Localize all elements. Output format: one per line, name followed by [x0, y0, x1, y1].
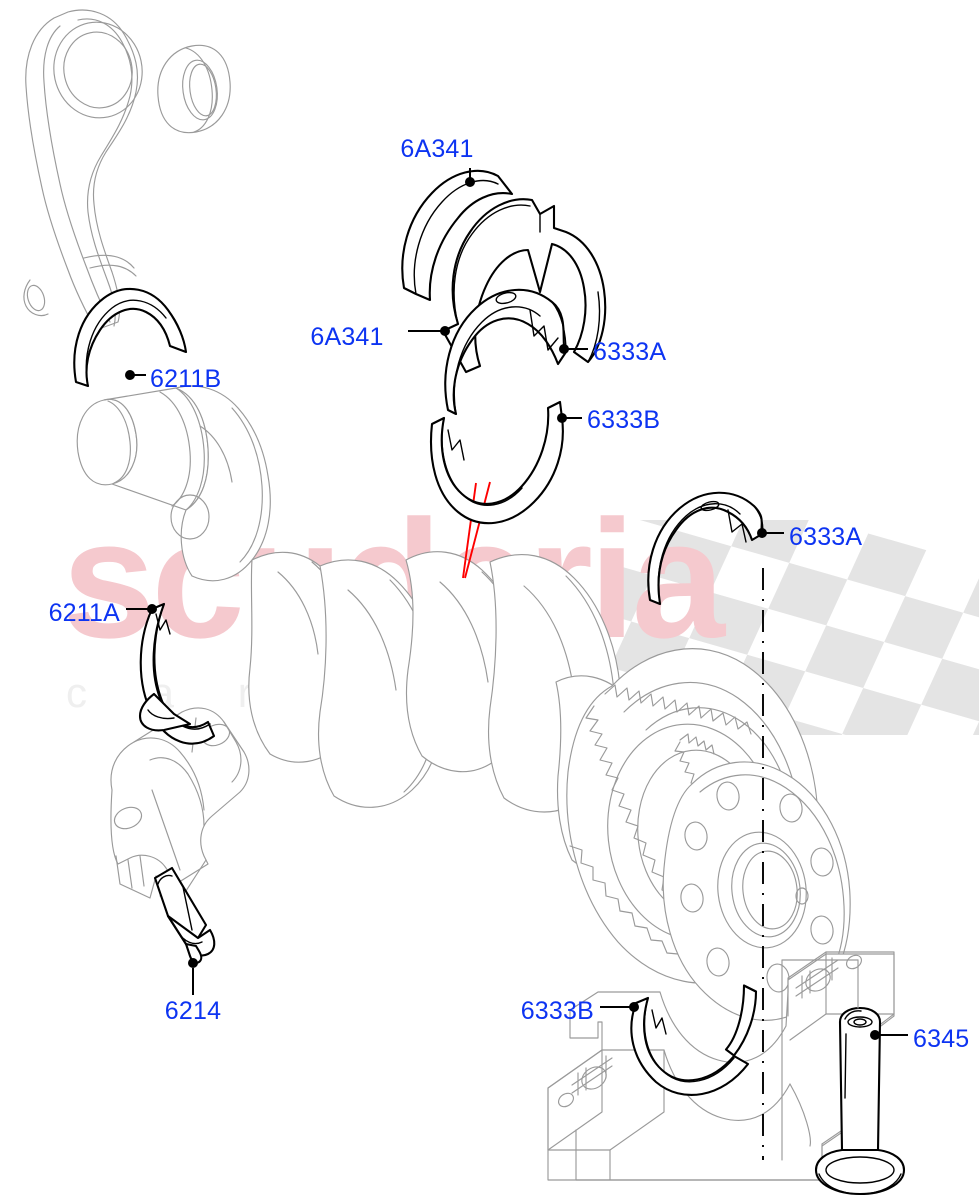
main-bearing-cap-bolt-6345	[781, 959, 906, 1196]
callout-6333b-right[interactable]: 6333B	[521, 997, 639, 1025]
callout-label-6333a-right: 6333A	[789, 523, 862, 551]
callout-label-6a341-top: 6A341	[400, 135, 473, 163]
callout-label-6345: 6345	[913, 1025, 969, 1053]
thrust-washer-lower	[441, 198, 607, 374]
callout-label-6211b: 6211B	[150, 365, 221, 393]
leader-dot-icon	[757, 528, 767, 538]
connecting-rod-cap	[110, 707, 250, 899]
callout-group: 6A341 6A341 6333A 6333B	[49, 135, 970, 1053]
leader-dot-icon	[559, 344, 569, 354]
callout-label-6214: 6214	[165, 997, 221, 1025]
callout-label-6333a-center: 6333A	[593, 338, 666, 366]
red-assembly-leader	[462, 481, 491, 579]
connecting-rod	[23, 9, 143, 331]
callout-6333b-center[interactable]: 6333B	[557, 406, 660, 434]
callout-label-6a341-lower: 6A341	[310, 323, 383, 351]
main-bearing-shell-lower-right	[630, 984, 758, 1096]
callout-6214[interactable]: 6214	[165, 968, 221, 1025]
main-bearing-shell-lower-center	[430, 400, 564, 525]
crankshaft	[76, 385, 669, 874]
callout-6211b[interactable]: 6211B	[125, 365, 221, 393]
leader-dot-icon	[125, 370, 135, 380]
leader-dot-icon	[147, 604, 157, 614]
leader-dot-icon	[870, 1030, 880, 1040]
callout-6a341-top[interactable]: 6A341	[400, 135, 475, 187]
leader-dot-icon	[465, 177, 475, 187]
callout-label-6211a: 6211A	[49, 599, 121, 627]
callout-label-6333b-center: 6333B	[587, 406, 660, 434]
small-end-bush	[157, 44, 231, 134]
callout-6333a-center[interactable]: 6333A	[559, 338, 666, 366]
thrust-washer-upper	[401, 169, 514, 302]
callout-label-6333b-right: 6333B	[521, 997, 594, 1025]
checkered-flag-watermark	[612, 520, 979, 735]
callout-6345[interactable]: 6345	[870, 1025, 969, 1053]
connecting-rod-bolt-6214	[151, 789, 216, 968]
rod-bearing-shell-6211b	[73, 287, 188, 388]
leader-dot-icon	[557, 413, 567, 423]
callout-6333a-right[interactable]: 6333A	[757, 523, 862, 551]
leader-dot-icon	[629, 1002, 639, 1012]
rod-bearing-shell-6211a	[138, 602, 216, 745]
callout-6a341-lower[interactable]: 6A341	[310, 323, 450, 351]
callout-6211a[interactable]: 6211A	[49, 599, 157, 627]
leader-dot-icon	[440, 326, 450, 336]
